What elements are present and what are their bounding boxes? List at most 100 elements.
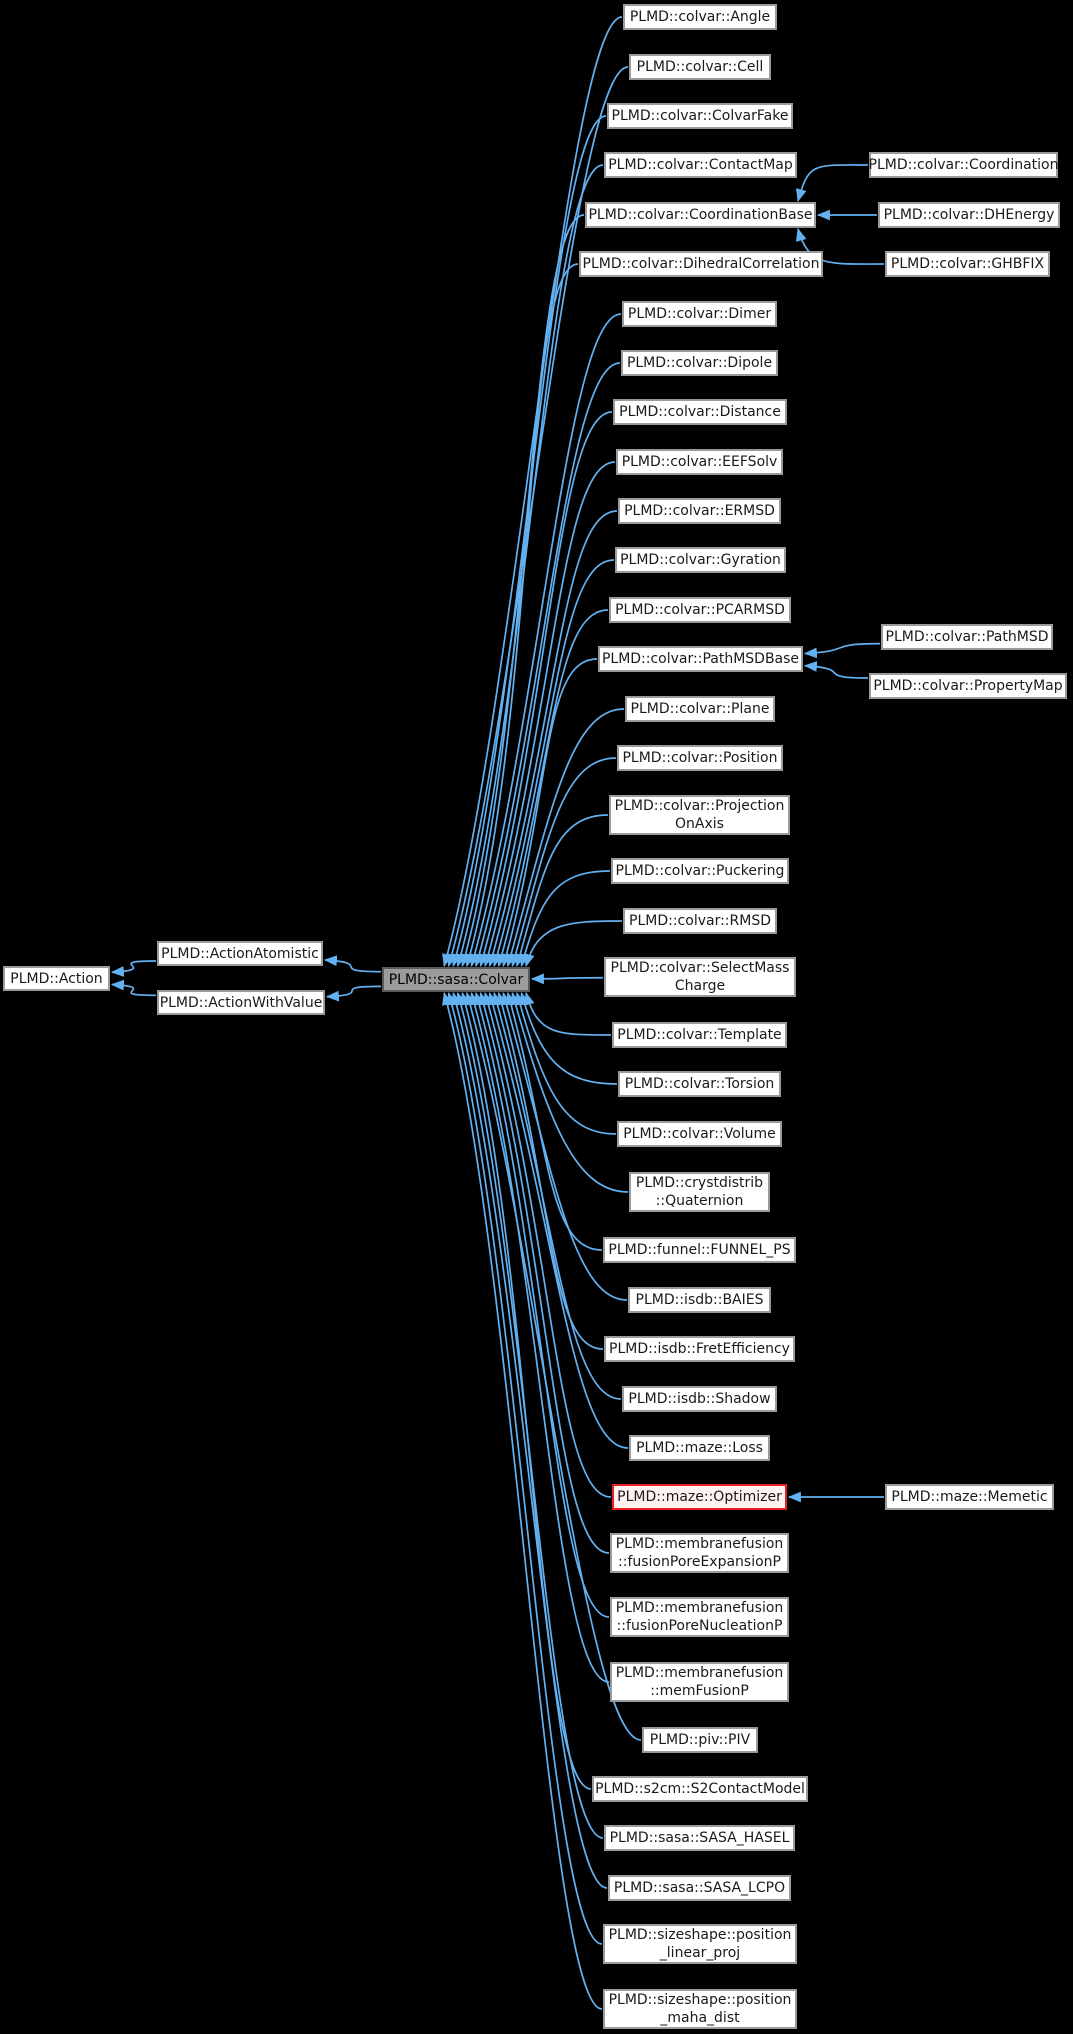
- node-cell[interactable]: PLMD::colvar::Cell: [629, 54, 771, 80]
- node-position-linear-proj[interactable]: PLMD::sizeshape::position_linear_proj: [603, 1924, 797, 1964]
- node-volume[interactable]: PLMD::colvar::Volume: [617, 1121, 782, 1147]
- node-label-line: PLMD::colvar::ColvarFake: [611, 108, 789, 124]
- node-baies[interactable]: PLMD::isdb::BAIES: [628, 1287, 771, 1313]
- node-label-line: PLMD::colvar::CoordinationBase: [588, 207, 813, 223]
- node-label-line: PLMD::colvar::Puckering: [615, 863, 785, 879]
- node-sasa-lcpo[interactable]: PLMD::sasa::SASA_LCPO: [608, 1875, 791, 1901]
- node-sasa-hasel[interactable]: PLMD::sasa::SASA_HASEL: [604, 1825, 795, 1851]
- node-mem-fusion[interactable]: PLMD::membranefusion::memFusionP: [610, 1662, 789, 1702]
- node-pcarmsd[interactable]: PLMD::colvar::PCARMSD: [609, 597, 791, 623]
- node-contact-map[interactable]: PLMD::colvar::ContactMap: [604, 152, 797, 178]
- node-dh-energy[interactable]: PLMD::colvar::DHEnergy: [878, 202, 1060, 228]
- node-position[interactable]: PLMD::colvar::Position: [617, 745, 783, 771]
- edge-select-mass-charge-sasa-colvar: [530, 973, 604, 985]
- node-label-line: PLMD::sizeshape::position: [608, 1927, 792, 1943]
- node-label-line: PLMD::isdb::BAIES: [635, 1292, 764, 1308]
- node-label-line: PLMD::colvar::RMSD: [629, 913, 771, 929]
- edge-path-msd-path-msd-base: [803, 642, 881, 659]
- node-fusion-pore-nucleation[interactable]: PLMD::membranefusion::fusionPoreNucleati…: [610, 1597, 789, 1637]
- node-funnel-ps[interactable]: PLMD::funnel::FUNNEL_PS: [603, 1237, 796, 1263]
- node-label-line: PLMD::colvar::ERMSD: [624, 503, 775, 519]
- edge-template-sasa-colvar: [524, 991, 612, 1036]
- node-path-msd[interactable]: PLMD::colvar::PathMSD: [881, 624, 1053, 650]
- node-action-atomistic[interactable]: PLMD::ActionAtomistic: [157, 941, 323, 966]
- node-label-line: PLMD::colvar::Distance: [619, 404, 781, 420]
- node-label-line: PLMD::colvar::Torsion: [624, 1076, 775, 1092]
- node-fret-efficiency[interactable]: PLMD::isdb::FretEfficiency: [604, 1336, 795, 1362]
- node-label-line: PLMD::colvar::Gyration: [620, 552, 781, 568]
- node-label-line: PLMD::colvar::Dipole: [626, 355, 773, 371]
- node-property-map[interactable]: PLMD::colvar::PropertyMap: [869, 673, 1067, 699]
- node-label-line: PLMD::sizeshape::position: [608, 1992, 792, 2008]
- node-dimer[interactable]: PLMD::colvar::Dimer: [622, 301, 777, 327]
- node-label-line: _maha_dist: [660, 2010, 740, 2026]
- node-plane[interactable]: PLMD::colvar::Plane: [625, 696, 775, 722]
- node-label-line: PLMD::isdb::FretEfficiency: [609, 1341, 790, 1357]
- edge-ermsd-sasa-colvar: [487, 510, 618, 968]
- node-gyration[interactable]: PLMD::colvar::Gyration: [615, 547, 786, 573]
- edge-action-atomistic-action: [110, 960, 157, 977]
- node-label-line: PLMD::ActionWithValue: [159, 994, 323, 1011]
- node-path-msd-base[interactable]: PLMD::colvar::PathMSDBase: [598, 646, 803, 672]
- node-ermsd[interactable]: PLMD::colvar::ERMSD: [618, 498, 781, 524]
- node-loss[interactable]: PLMD::maze::Loss: [629, 1435, 770, 1461]
- node-coordination-base[interactable]: PLMD::colvar::CoordinationBase: [585, 202, 816, 228]
- node-label-line: PLMD::colvar::Position: [622, 750, 778, 766]
- edge-sasa-hasel-sasa-colvar: [455, 991, 604, 1839]
- node-label-line: PLMD::isdb::Shadow: [628, 1391, 771, 1407]
- node-label-line: ::fusionPoreExpansionP: [618, 1554, 781, 1570]
- edge-projection-on-axis-sasa-colvar: [514, 814, 609, 968]
- node-label-line: PLMD::maze::Memetic: [891, 1489, 1048, 1505]
- node-torsion[interactable]: PLMD::colvar::Torsion: [618, 1071, 781, 1097]
- node-label-line: PLMD::funnel::FUNNEL_PS: [608, 1242, 791, 1258]
- node-fusion-pore-expansion[interactable]: PLMD::membranefusion::fusionPoreExpansio…: [610, 1533, 789, 1573]
- edge-position-linear-proj-sasa-colvar: [446, 991, 603, 1945]
- node-coordination[interactable]: PLMD::colvar::Coordination: [869, 152, 1058, 178]
- node-shadow[interactable]: PLMD::isdb::Shadow: [622, 1386, 777, 1412]
- edge-coordination-base-sasa-colvar: [460, 214, 585, 968]
- edge-shadow-sasa-colvar: [492, 991, 622, 1400]
- node-memetic[interactable]: PLMD::maze::Memetic: [885, 1484, 1054, 1510]
- node-eefsolv[interactable]: PLMD::colvar::EEFSolv: [616, 449, 783, 475]
- node-label-line: PLMD::membranefusion: [615, 1536, 784, 1552]
- node-optimizer[interactable]: PLMD::maze::Optimizer: [612, 1484, 787, 1510]
- node-label-line: PLMD::colvar::PropertyMap: [873, 678, 1063, 694]
- node-action-with-value[interactable]: PLMD::ActionWithValue: [157, 990, 325, 1015]
- edge-sasa-colvar-action-with-value: [325, 985, 382, 1002]
- node-label-line: PLMD::s2cm::S2ContactModel: [595, 1781, 805, 1797]
- node-colvar-fake[interactable]: PLMD::colvar::ColvarFake: [607, 103, 793, 129]
- node-action[interactable]: PLMD::Action: [3, 966, 110, 991]
- node-sasa-colvar: PLMD::sasa::Colvar: [382, 967, 530, 992]
- node-label-line: PLMD::colvar::Coordination: [868, 157, 1059, 173]
- node-distance[interactable]: PLMD::colvar::Distance: [613, 399, 787, 425]
- edge-pcarmsd-sasa-colvar: [496, 609, 609, 968]
- node-label-line: ::memFusionP: [650, 1683, 749, 1699]
- edge-sasa-lcpo-sasa-colvar: [451, 991, 608, 1889]
- node-dipole[interactable]: PLMD::colvar::Dipole: [621, 350, 778, 376]
- node-template[interactable]: PLMD::colvar::Template: [612, 1022, 787, 1048]
- node-s2-contact-model[interactable]: PLMD::s2cm::S2ContactModel: [592, 1776, 808, 1802]
- node-rmsd[interactable]: PLMD::colvar::RMSD: [623, 908, 777, 934]
- node-quaternion[interactable]: PLMD::crystdistrib::Quaternion: [629, 1172, 770, 1212]
- node-label-line: PLMD::Action: [10, 970, 103, 987]
- edge-dihedral-correlation-sasa-colvar: [464, 263, 579, 968]
- node-position-maha-dist[interactable]: PLMD::sizeshape::position_maha_dist: [603, 1989, 797, 2029]
- edge-position-maha-dist-sasa-colvar: [442, 991, 603, 2010]
- node-label-line: _linear_proj: [659, 1945, 741, 1961]
- node-angle[interactable]: PLMD::colvar::Angle: [623, 4, 777, 30]
- node-dihedral-correlation[interactable]: PLMD::colvar::DihedralCorrelation: [579, 251, 823, 277]
- edge-loss-sasa-colvar: [487, 991, 629, 1449]
- node-label-line: PLMD::piv::PIV: [649, 1732, 751, 1748]
- node-label-line: PLMD::colvar::DihedralCorrelation: [582, 256, 820, 272]
- edge-coordination-coordination-base: [795, 164, 869, 203]
- node-ghbfix[interactable]: PLMD::colvar::GHBFIX: [885, 251, 1050, 277]
- node-label-line: PLMD::maze::Optimizer: [617, 1489, 782, 1505]
- node-piv[interactable]: PLMD::piv::PIV: [642, 1727, 758, 1753]
- edge-path-msd-base-sasa-colvar: [501, 658, 598, 968]
- edge-volume-sasa-colvar: [514, 991, 617, 1135]
- node-puckering[interactable]: PLMD::colvar::Puckering: [611, 858, 789, 884]
